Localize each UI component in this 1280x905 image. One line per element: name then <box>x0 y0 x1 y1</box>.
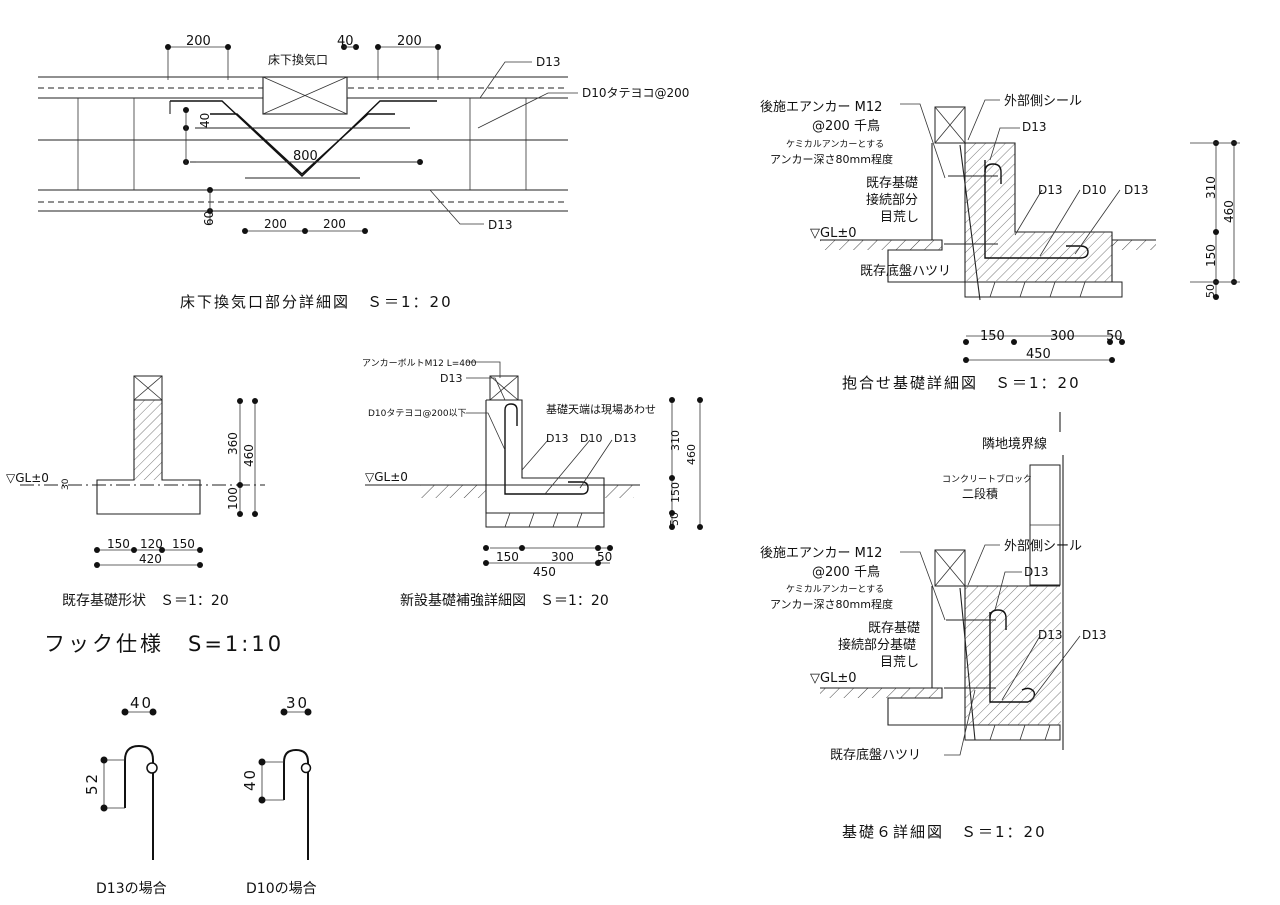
combined-dim-450: 450 <box>1026 347 1051 362</box>
new-gl: ▽GL±0 <box>365 470 408 484</box>
existing-gl: ▽GL±0 <box>6 471 49 485</box>
new-d13-b: D13 <box>614 432 636 445</box>
hook-spec <box>100 708 312 860</box>
f6-joint-line3: 目荒し <box>880 655 919 670</box>
hook-d10-width: 30 <box>286 694 309 712</box>
existing-dim-150a: 150 <box>107 537 130 551</box>
f6-joint-line1: 既存基礎 <box>868 621 920 636</box>
vent-dim-bottom-b: 200 <box>323 217 346 231</box>
f6-joint-line2: 接続部分基礎 <box>838 637 916 653</box>
combined-d10: D10 <box>1082 183 1107 197</box>
hook-d13-height: 52 <box>83 772 101 795</box>
f6-outer-seal: 外部側シール <box>1004 539 1082 554</box>
new-anchor-bolt: アンカーボルトM12 L=400 <box>362 358 477 369</box>
combined-d13-top: D13 <box>1022 120 1047 134</box>
f6-d13-b: D13 <box>1082 628 1107 642</box>
f6-d13-top: D13 <box>1024 565 1049 579</box>
existing-gl-offset: 30 <box>61 478 71 490</box>
vent-dim-800: 800 <box>293 149 318 164</box>
hook-d10-height: 40 <box>241 768 259 791</box>
new-d10-vert: D10タテヨコ@200以下 <box>368 408 467 419</box>
vent-detail <box>38 44 578 234</box>
f6-anchor-line3: ケミカルアンカーとする <box>786 584 884 595</box>
f6-boundary: 隣地境界線 <box>982 436 1047 452</box>
new-dim-300: 300 <box>551 550 574 564</box>
foundation6 <box>820 412 1081 756</box>
combined-anchor-line4: アンカー深さ80mm程度 <box>770 152 893 166</box>
combined-title: 抱合せ基礎詳細図 Ｓ＝1：20 <box>842 374 1081 392</box>
new-title: 新設基礎補強詳細図 Ｓ＝1：20 <box>400 592 609 609</box>
existing-title: 既存基礎形状 Ｓ＝1：20 <box>62 592 229 609</box>
vent-title: 床下換気口部分詳細図 Ｓ＝1：20 <box>180 293 453 311</box>
vent-label: 床下換気口 <box>268 52 328 67</box>
existing-dim-460: 460 <box>242 444 256 467</box>
vent-label-d13-bottom: D13 <box>488 218 513 232</box>
f6-d13-a: D13 <box>1038 628 1063 642</box>
new-dim-50: 50 <box>668 512 681 526</box>
hook-d13-width: 40 <box>130 694 153 712</box>
existing-dim-120: 120 <box>140 537 163 551</box>
new-dim-50b: 50 <box>597 550 612 564</box>
combined-d13-a: D13 <box>1038 183 1063 197</box>
new-dim-310: 310 <box>669 430 682 451</box>
combined-dim-150: 150 <box>1204 244 1218 267</box>
existing-dim-360: 360 <box>226 432 240 455</box>
combined-joint-line2: 接続部分 <box>866 192 918 208</box>
combined-dim-460: 460 <box>1222 200 1236 223</box>
combined-anchor-line2: @200 千鳥 <box>812 119 880 134</box>
hook-d10-case: D10の場合 <box>246 881 317 897</box>
vent-label-d13-top: D13 <box>536 55 561 69</box>
vent-dim-40: 40 <box>198 113 212 128</box>
f6-block-line1: コンクリートブロック <box>942 473 1032 485</box>
new-d10: D10 <box>580 432 602 445</box>
hook-d13-case: D13の場合 <box>96 881 167 897</box>
f6-anchor-line1: 後施エアンカー M12 <box>760 546 882 561</box>
vent-dim-bottom-a: 200 <box>264 217 287 231</box>
existing-dim-100: 100 <box>226 487 240 510</box>
combined-outer-seal: 外部側シール <box>1004 94 1082 109</box>
combined-joint-line1: 既存基礎 <box>866 176 918 191</box>
existing-foundation <box>20 375 265 568</box>
new-foundation <box>365 361 703 566</box>
new-dim-150: 150 <box>669 482 682 503</box>
combined-dim-50: 50 <box>1204 284 1217 298</box>
vent-dim-top-left: 200 <box>186 34 211 49</box>
combined-anchor-line1: 後施エアンカー M12 <box>760 100 882 115</box>
f6-gl: ▽GL±0 <box>810 671 856 686</box>
new-top-note: 基礎天端は現場あわせ <box>546 403 656 416</box>
new-d13-a: D13 <box>546 432 568 445</box>
combined-dim-300: 300 <box>1050 329 1075 344</box>
combined-d13-b: D13 <box>1124 183 1149 197</box>
combined-gl: ▽GL±0 <box>810 226 856 241</box>
hook-title: フック仕様 S=1:10 <box>44 632 284 656</box>
f6-block-line2: 二段積 <box>962 486 998 501</box>
new-dim-460: 460 <box>685 444 698 465</box>
combined-slab-chip: 既存底盤ハツリ <box>860 263 951 279</box>
vent-dim-top-right: 200 <box>397 34 422 49</box>
new-dim-150b: 150 <box>496 550 519 564</box>
existing-dim-150b: 150 <box>172 537 195 551</box>
combined-joint-line3: 目荒し <box>880 210 919 225</box>
combined-foundation <box>820 99 1240 363</box>
existing-dim-420: 420 <box>139 552 162 566</box>
f6-slab-chip: 既存底盤ハツリ <box>830 747 921 763</box>
f6-title: 基礎６詳細図 Ｓ＝1：20 <box>842 823 1047 841</box>
combined-dim-310: 310 <box>1204 176 1218 199</box>
combined-anchor-line3: ケミカルアンカーとする <box>786 139 884 150</box>
f6-anchor-line2: @200 千鳥 <box>812 565 880 580</box>
vent-dim-top-mid: 40 <box>337 34 354 49</box>
combined-dim-50b: 50 <box>1106 329 1123 344</box>
vent-dim-60: 60 <box>202 211 216 226</box>
vent-label-d10: D10タテヨコ@200 <box>582 86 689 100</box>
combined-dim-150b: 150 <box>980 329 1005 344</box>
new-dim-450: 450 <box>533 565 556 579</box>
f6-anchor-line4: アンカー深さ80mm程度 <box>770 597 893 611</box>
new-d13-top: D13 <box>440 372 462 385</box>
